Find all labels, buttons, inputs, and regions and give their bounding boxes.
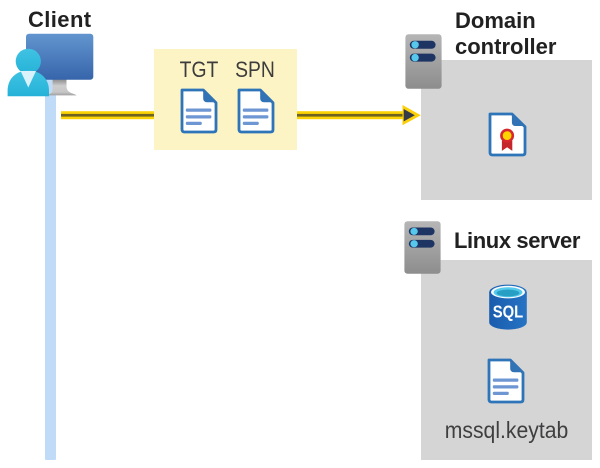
svg-text:SQL: SQL bbox=[492, 301, 523, 321]
